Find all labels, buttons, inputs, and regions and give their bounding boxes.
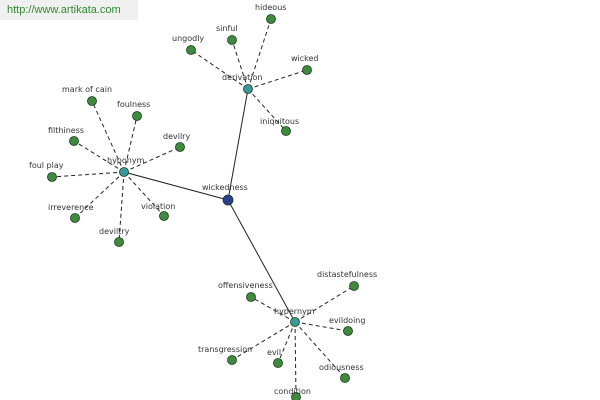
- label-deviltry: deviltry: [99, 227, 130, 236]
- label-violation: violation: [141, 202, 175, 211]
- node-filthiness[interactable]: [69, 136, 79, 146]
- node-transgression[interactable]: [227, 355, 237, 365]
- node-distastefulness[interactable]: [349, 281, 359, 291]
- edge-hyponym-deviltry: [118, 171, 125, 243]
- node-evil[interactable]: [273, 358, 283, 368]
- node-hideous[interactable]: [266, 14, 276, 24]
- label-distastefulness: distastefulness: [317, 270, 377, 279]
- node-derivation[interactable]: [243, 84, 253, 94]
- edge-derivation-ungodly: [190, 49, 249, 90]
- label-derivation: derivation: [222, 73, 262, 82]
- nodes-layer: [47, 14, 359, 400]
- edge-hyponym-filthiness: [73, 140, 125, 173]
- node-offensiveness[interactable]: [246, 292, 256, 302]
- node-evildoing[interactable]: [343, 326, 353, 336]
- label-mark-of-cain: mark of cain: [62, 85, 112, 94]
- node-condition[interactable]: [291, 392, 301, 400]
- node-wickedness[interactable]: [222, 194, 234, 206]
- node-odiousness[interactable]: [340, 373, 350, 383]
- node-sinful[interactable]: [227, 35, 237, 45]
- edge-hyponym-foul-play: [51, 171, 125, 178]
- edge-wickedness-hypernym: [227, 199, 296, 323]
- edge-hyponym-irreverence: [74, 171, 125, 219]
- label-hideous: hideous: [255, 3, 286, 12]
- edge-hypernym-transgression: [231, 321, 296, 361]
- watermark-link[interactable]: http://www.artikata.com: [7, 4, 121, 16]
- label-evildoing: evildoing: [329, 316, 365, 325]
- label-odiousness: odiousness: [319, 363, 364, 372]
- edge-derivation-sinful: [231, 39, 249, 90]
- node-hypernym[interactable]: [290, 317, 300, 327]
- label-devilry: devilry: [163, 132, 190, 141]
- node-mark-of-cain[interactable]: [87, 96, 97, 106]
- edge-hypernym-odiousness: [294, 321, 346, 379]
- node-violation[interactable]: [159, 211, 169, 221]
- edge-hypernym-evildoing: [294, 321, 349, 332]
- edge-wickedness-hyponym: [123, 171, 229, 201]
- edges-layer: [51, 18, 355, 398]
- edge-derivation-hideous: [247, 18, 272, 90]
- edge-wickedness-derivation: [227, 88, 249, 201]
- labels-layer: hideous sinful ungodly wicked iniquitous deri…: [29, 3, 377, 396]
- edge-hyponym-devilry: [123, 146, 181, 173]
- edge-hypernym-condition: [294, 321, 297, 398]
- watermark-background: [0, 0, 138, 20]
- edge-hypernym-evil: [277, 321, 296, 364]
- node-devilry[interactable]: [175, 142, 185, 152]
- edge-hypernym-offensiveness: [250, 296, 296, 323]
- label-foulness: foulness: [117, 100, 150, 109]
- edge-hyponym-mark-of-cain: [91, 100, 125, 173]
- label-sinful: sinful: [216, 24, 238, 33]
- label-wicked: wicked: [291, 54, 319, 63]
- node-deviltry[interactable]: [114, 237, 124, 247]
- label-condition: condition: [274, 387, 311, 396]
- label-hyponym: hyponym: [107, 156, 145, 165]
- edge-hyponym-violation: [123, 171, 165, 217]
- label-wickedness: wickedness: [202, 183, 248, 192]
- label-evil: evil: [267, 348, 281, 357]
- label-ungodly: ungodly: [172, 34, 204, 43]
- node-hyponym[interactable]: [119, 167, 129, 177]
- edge-hypernym-distastefulness: [294, 285, 355, 323]
- label-offensiveness: offensiveness: [218, 281, 273, 290]
- label-iniquitous: iniquitous: [260, 117, 299, 126]
- label-irreverence: irreverence: [48, 203, 94, 212]
- label-hypernym: hypernym: [274, 307, 315, 316]
- node-foulness[interactable]: [132, 111, 142, 121]
- node-irreverence[interactable]: [70, 213, 80, 223]
- edge-derivation-wicked: [247, 69, 308, 90]
- label-filthiness: filthiness: [48, 126, 84, 135]
- node-ungodly[interactable]: [186, 45, 196, 55]
- label-foul-play: foul play: [29, 161, 64, 170]
- edge-derivation-iniquitous: [247, 88, 287, 132]
- label-transgression: transgression: [198, 345, 252, 354]
- node-wicked[interactable]: [302, 65, 312, 75]
- node-iniquitous[interactable]: [281, 126, 291, 136]
- node-foul-play[interactable]: [47, 172, 57, 182]
- edge-hyponym-foulness: [123, 115, 138, 173]
